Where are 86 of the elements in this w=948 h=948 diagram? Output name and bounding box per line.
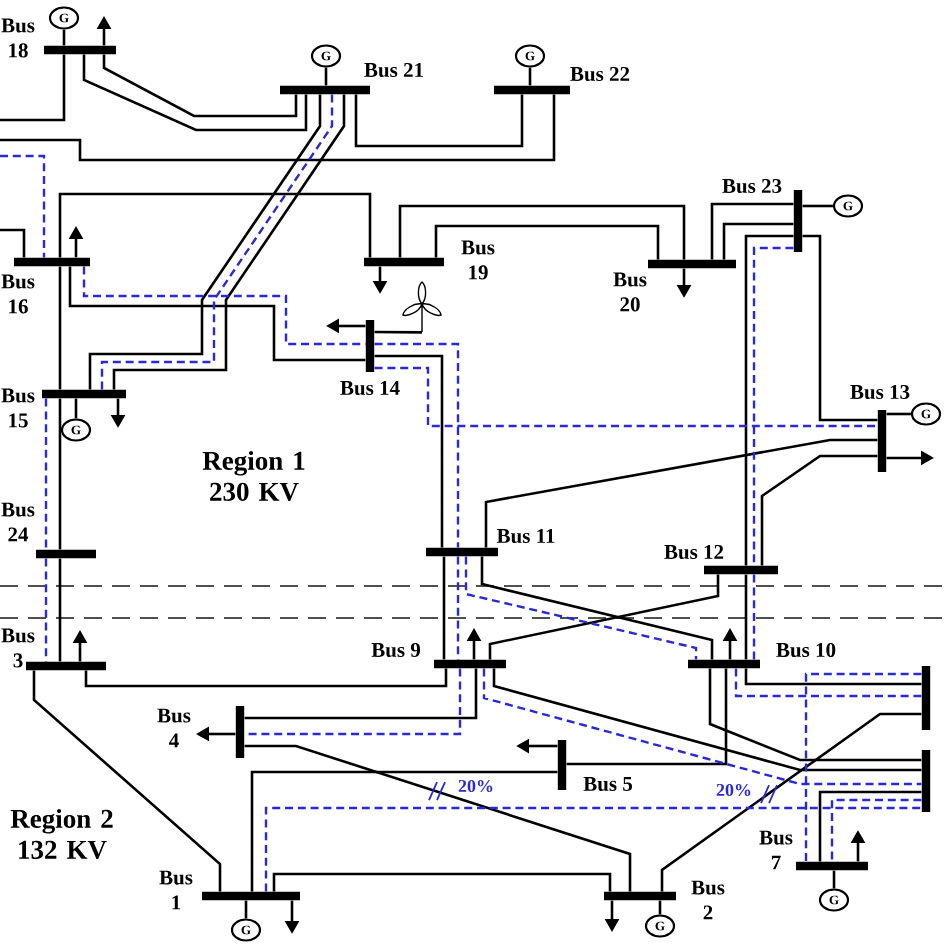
transmission-line <box>58 192 372 258</box>
transmission-line <box>244 668 478 720</box>
transmission-line <box>354 94 524 148</box>
generator-lead <box>62 29 66 46</box>
generator-lead <box>832 870 836 889</box>
transmission-line <box>272 872 612 892</box>
generator-lead <box>802 204 833 208</box>
generator-lead <box>74 398 78 419</box>
dashed-line <box>734 668 922 698</box>
bus-label: Bus 20 <box>613 272 647 312</box>
connector-line <box>374 330 423 334</box>
bus-label: Bus 3 <box>1 628 35 668</box>
transmission-line <box>58 398 62 550</box>
bus-label: Bus 15 <box>1 388 35 428</box>
bus-label: Bus 23 <box>722 178 782 194</box>
transmission-line <box>818 790 922 862</box>
transmission-line <box>708 668 922 762</box>
transmission-line <box>398 204 686 260</box>
transmission-line <box>250 770 558 892</box>
transmission-line <box>102 54 298 118</box>
generator-lead <box>528 67 532 86</box>
transmission-line <box>0 54 66 122</box>
dashed-line <box>804 672 922 862</box>
transmission-line <box>244 744 632 892</box>
transmission-line <box>660 712 922 892</box>
bus-bar <box>921 666 931 730</box>
bus-label: Bus 16 <box>1 274 35 314</box>
transmission-line <box>58 266 62 390</box>
bus-label: Bus 10 <box>776 642 836 658</box>
transmission-line <box>744 574 748 660</box>
transmission-line <box>802 234 878 422</box>
transmission-line <box>488 574 720 660</box>
bus-label: Bus 19 <box>461 240 495 280</box>
bus-label: Bus 24 <box>1 502 35 542</box>
transmission-line <box>760 454 878 566</box>
region-label: Region 1 230 KV <box>202 450 305 502</box>
bus-bar <box>921 750 931 812</box>
edge-label: 20% <box>714 782 754 798</box>
transmission-line <box>722 222 794 260</box>
dashed-line <box>456 556 460 660</box>
bus-label: Bus 14 <box>340 380 400 396</box>
generator-lead <box>886 412 911 416</box>
transmission-line <box>32 670 222 892</box>
generator-lead <box>244 900 248 919</box>
bus-label: Bus 5 <box>583 777 633 791</box>
bus-label: Bus 7 <box>759 830 793 870</box>
transmission-line <box>566 668 728 766</box>
dashed-line <box>44 558 48 662</box>
dashed-line <box>82 266 366 346</box>
dashed-line <box>264 806 922 892</box>
bus-label: Bus 2 <box>691 880 725 920</box>
bus-label: Bus 18 <box>1 18 35 58</box>
transmission-line <box>710 202 794 260</box>
transmission-line <box>744 234 794 566</box>
bus-label: Bus 9 <box>371 642 421 658</box>
transmission-line <box>84 668 448 688</box>
bus-label: Bus 13 <box>850 384 910 400</box>
dashed-line <box>44 398 48 550</box>
transmission-line <box>0 94 556 162</box>
bus-label: Bus 21 <box>364 62 423 78</box>
transmission-line <box>82 54 308 132</box>
generator-lead <box>658 900 662 915</box>
transmission-line <box>442 556 446 660</box>
transmission-line <box>374 354 444 548</box>
dashed-line <box>752 574 756 660</box>
bus-label: Bus 12 <box>664 544 724 560</box>
edge-label: 20% <box>456 778 496 794</box>
dashed-line <box>374 366 878 428</box>
transmission-line <box>484 438 878 548</box>
region-label: Region 2 132 KV <box>10 808 113 860</box>
dashed-line <box>0 154 46 258</box>
bus-label: Bus 4 <box>157 708 191 748</box>
dashed-line <box>374 342 460 548</box>
transmission-line <box>744 668 922 686</box>
dashed-line <box>752 246 794 566</box>
transmission-line <box>434 224 660 260</box>
transmission-line <box>58 558 62 662</box>
wind-turbine-icon <box>402 281 442 333</box>
dashed-line <box>830 798 922 862</box>
bus-label: Bus 1 <box>159 870 193 910</box>
transmission-line <box>0 228 26 258</box>
bus-label: Bus 11 <box>496 528 555 544</box>
transmission-line <box>68 266 366 362</box>
dashed-line <box>244 668 462 736</box>
bus-label: Bus 22 <box>570 66 630 82</box>
generator-lead <box>324 67 328 86</box>
